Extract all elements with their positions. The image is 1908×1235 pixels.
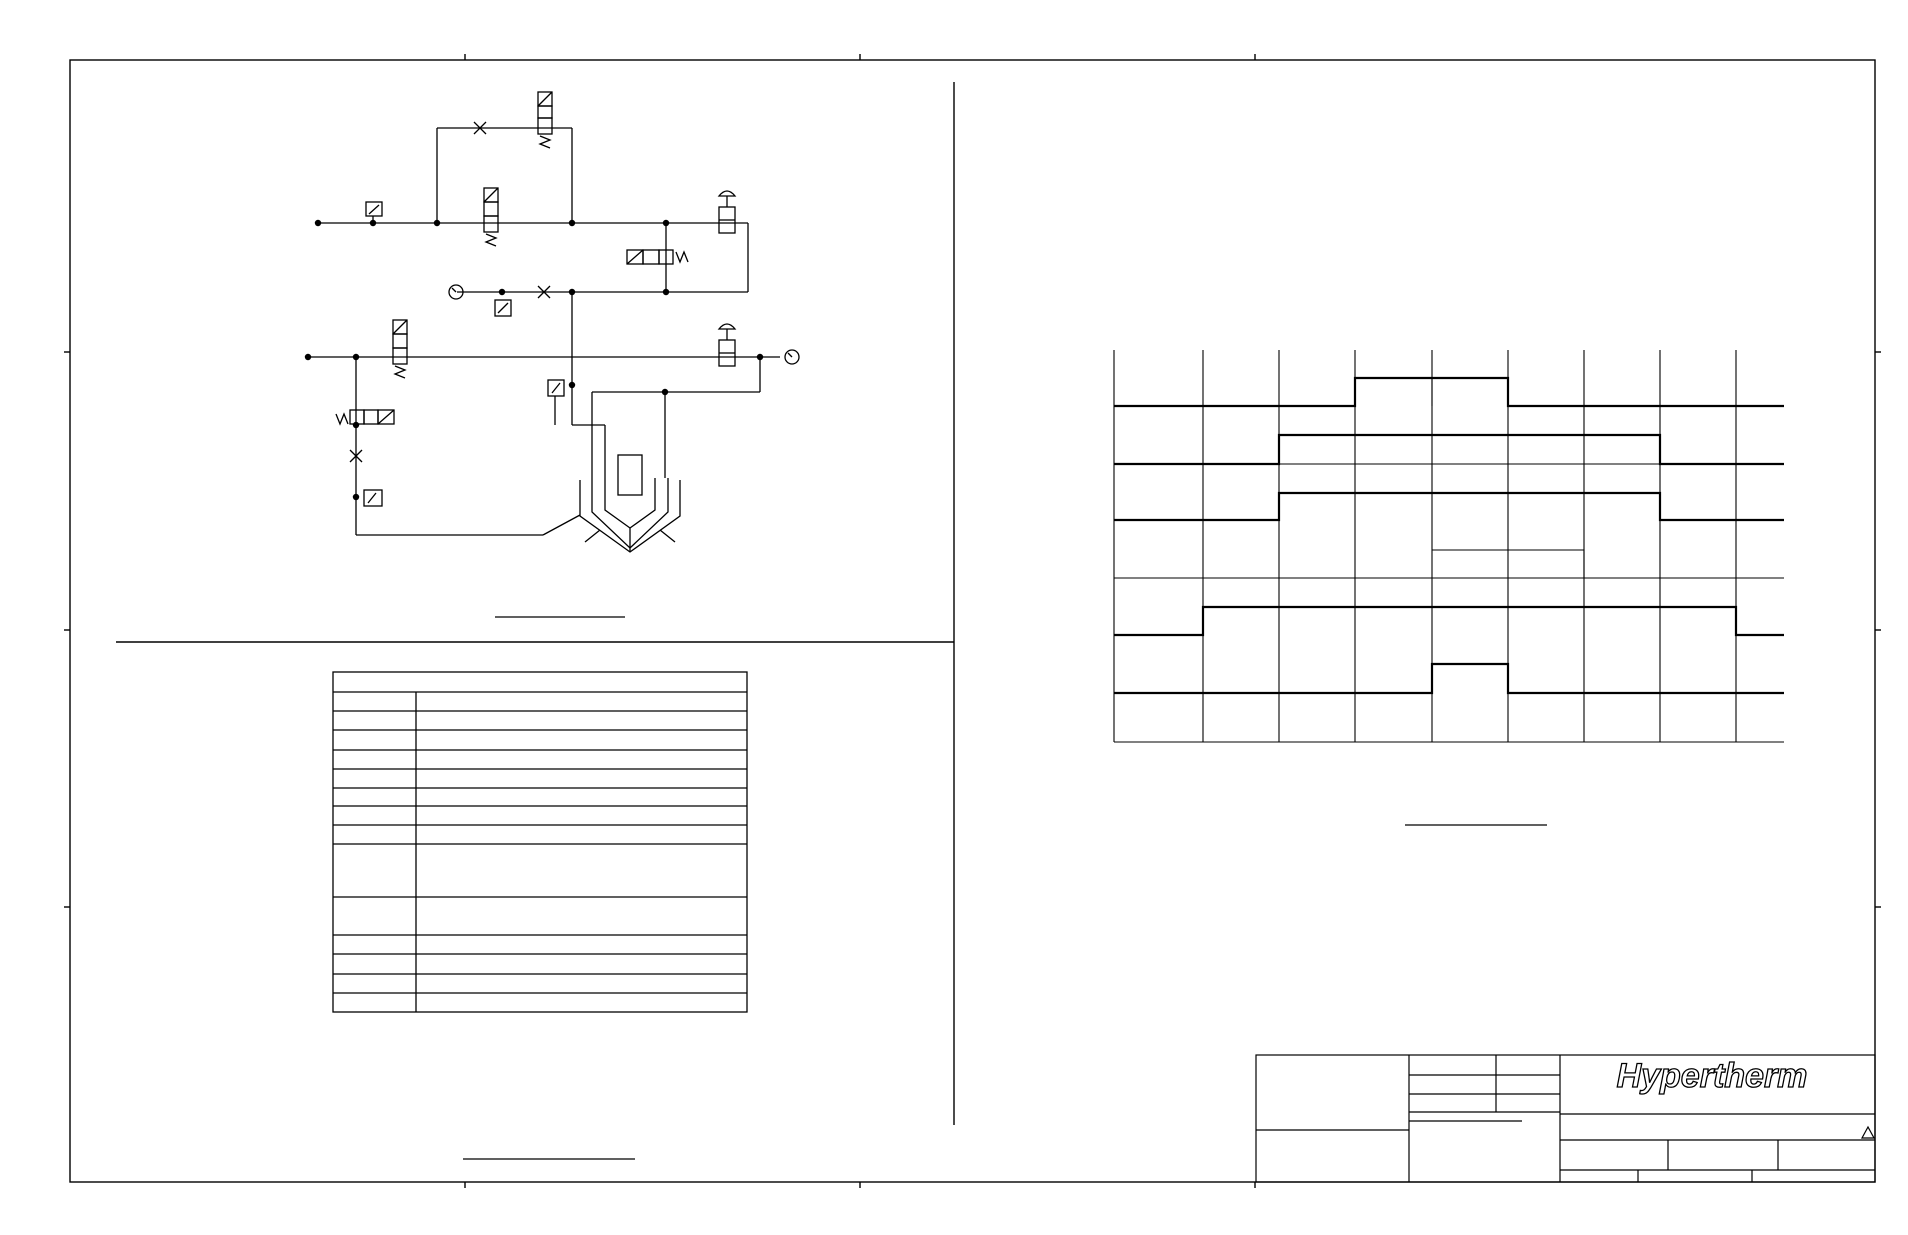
manual-valve-icon: [717, 190, 737, 234]
solenoid-valve-icon: [483, 187, 499, 247]
junction-dots: [304, 219, 764, 501]
needle-valve-icon: [473, 121, 487, 135]
revision-triangle-icon: [1860, 1125, 1876, 1139]
pressure-switch-icon: [363, 489, 383, 507]
timing-grid: [1113, 350, 1784, 743]
manual-valve-icon: [717, 323, 737, 367]
pressure-gauge-icon: [448, 284, 464, 300]
sheet-border: [69, 59, 1876, 1183]
timing-diagram: [1113, 350, 1784, 826]
solenoid-valve-icon: [626, 249, 689, 265]
pressure-gauge-icon: [784, 349, 800, 365]
solenoid-valve-icon: [392, 319, 408, 379]
solenoid-valve-icon: [335, 409, 395, 426]
torch-icon: [579, 454, 681, 553]
title-block: [1255, 1054, 1876, 1183]
company-logo: Hypertherm: [1617, 1057, 1808, 1095]
needle-valve-icon: [349, 449, 363, 463]
timing-thin-signals: [1431, 378, 1585, 578]
gas-schematic: [304, 91, 800, 618]
pressure-switch-icon: [365, 201, 383, 223]
parts-table: [332, 671, 748, 1160]
pressure-switch-icon: [547, 379, 565, 397]
timing-signals: [1114, 376, 1784, 695]
needle-valve-icon: [537, 285, 551, 299]
zone-ticks: [64, 54, 1881, 1188]
pressure-switch-icon: [494, 299, 512, 317]
solenoid-valve-icon: [537, 91, 553, 149]
